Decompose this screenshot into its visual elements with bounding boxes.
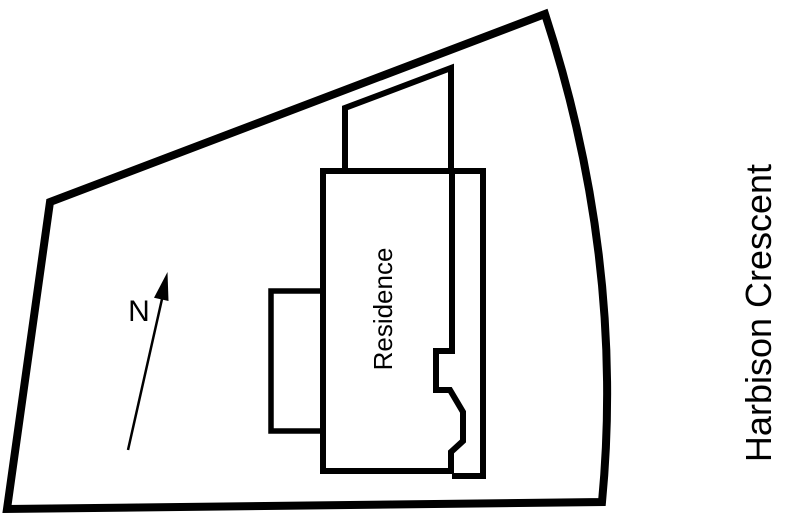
north-label: N bbox=[128, 295, 150, 328]
property-boundary bbox=[2, 8, 612, 514]
residence-label: Residence bbox=[368, 248, 398, 371]
north-arrow-icon bbox=[126, 272, 169, 451]
residence-outline bbox=[320, 168, 466, 474]
porch-outline bbox=[268, 288, 323, 434]
north-arrow-shaft bbox=[126, 298, 164, 451]
deck-outline bbox=[452, 168, 486, 479]
garage-outline bbox=[342, 63, 454, 174]
street-name-label: Harbison Crescent bbox=[738, 164, 779, 462]
north-arrow-head bbox=[154, 272, 169, 301]
